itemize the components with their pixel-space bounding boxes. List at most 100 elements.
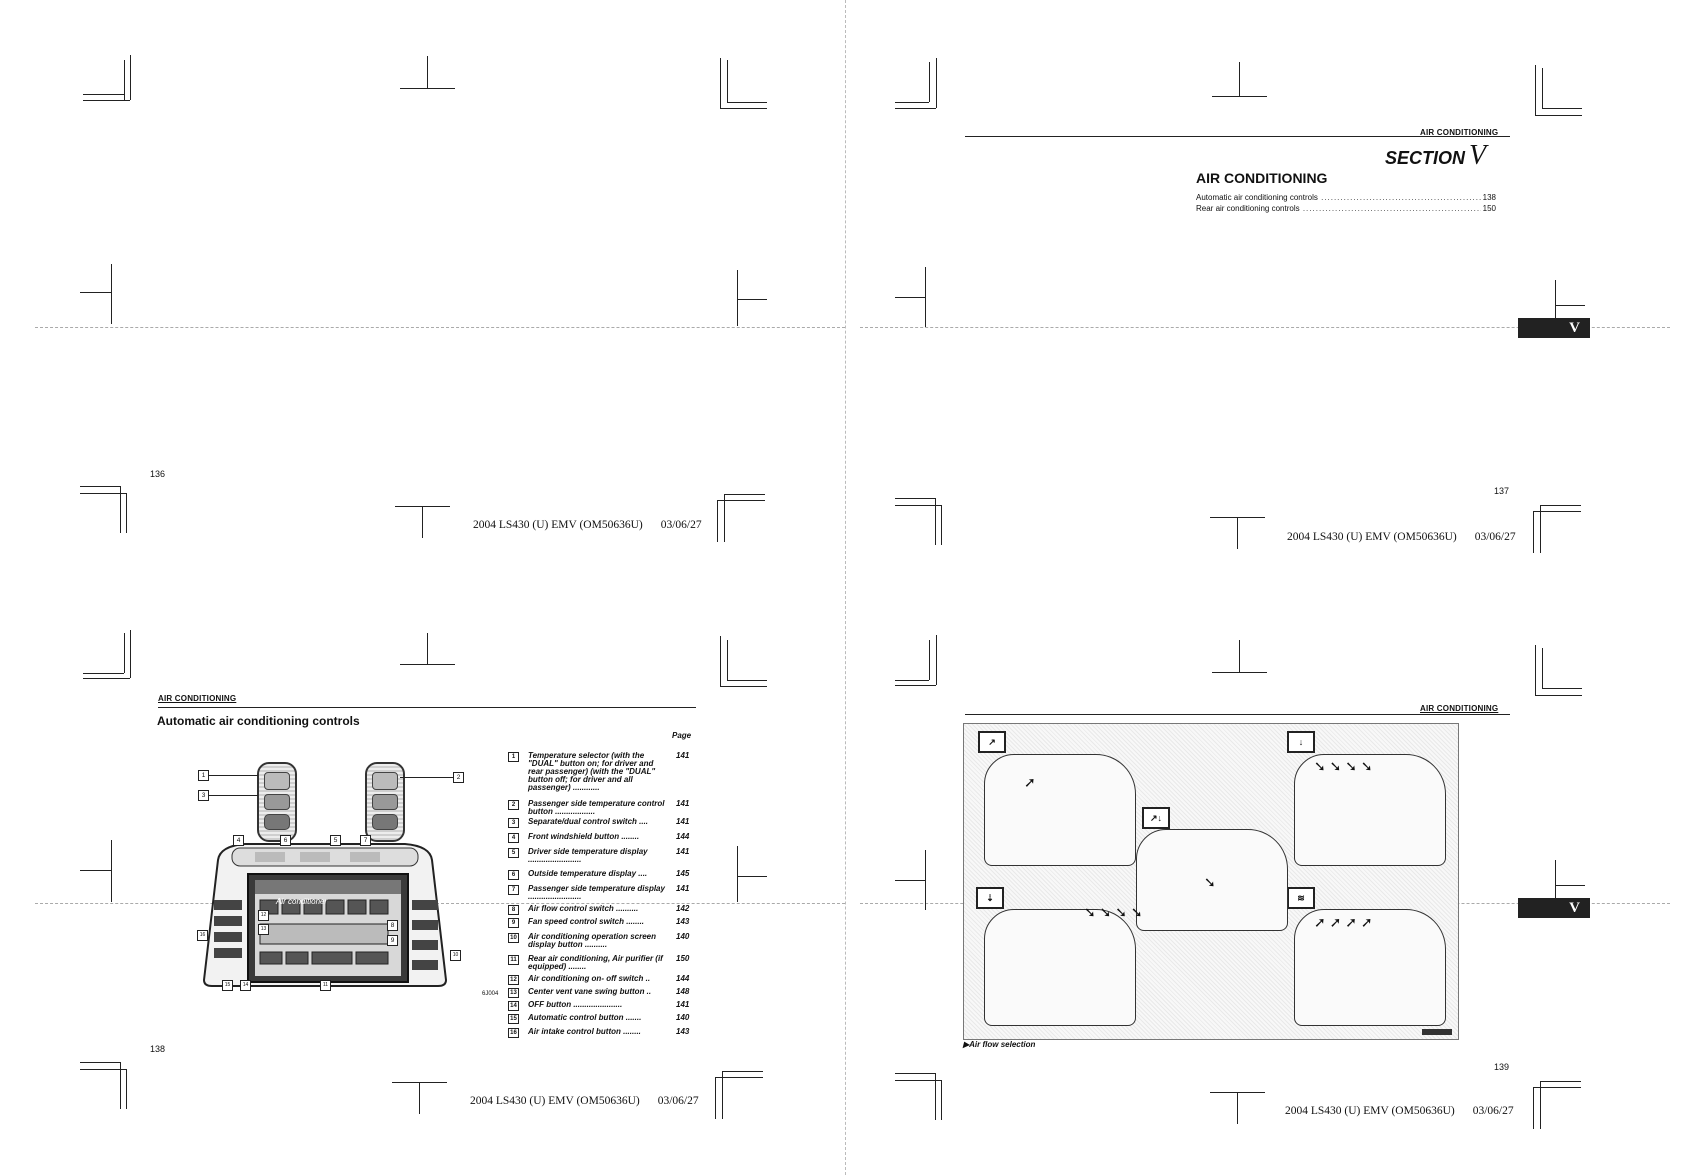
section-tab-139: V <box>1518 898 1590 918</box>
item-number: 6 <box>508 870 519 880</box>
cabin-view-defrost <box>1294 909 1446 1026</box>
footer-138: 2004 LS430 (U) EMV (OM50636U)03/06/27 <box>470 1095 699 1107</box>
item-label: Air intake control button ........ <box>528 1027 641 1036</box>
item-page: 141 <box>676 817 690 826</box>
item-label: Air flow control switch .......... <box>528 904 639 913</box>
cabin-view-foot-defrost <box>984 909 1136 1026</box>
item-number: 4 <box>508 833 519 843</box>
item-label: Driver side temperature display ........… <box>528 847 648 864</box>
section-tab-137: V <box>1518 318 1590 338</box>
item-page: 143 <box>676 917 690 926</box>
callout-10: 10 <box>450 950 461 961</box>
item-number: 1 <box>508 752 519 762</box>
callout-7: 7 <box>360 835 371 846</box>
callout-5: 5 <box>330 835 341 846</box>
item-page: 148 <box>676 987 690 996</box>
item-page: 143 <box>676 1027 690 1036</box>
toc-item-2[interactable]: Rear air conditioning controls .........… <box>1196 204 1496 213</box>
upper-fold-right <box>860 327 1670 328</box>
item-label: Separate/dual control switch .... <box>528 817 649 826</box>
item-page: 141 <box>676 799 690 808</box>
item-page: 142 <box>676 904 690 913</box>
item-label: Rear air conditioning, Air purifier (if … <box>528 954 663 971</box>
item-label: Air conditioning operation screen displa… <box>528 932 657 949</box>
running-header-138: AIR CONDITIONING <box>158 694 237 703</box>
footer-139: 2004 LS430 (U) EMV (OM50636U)03/06/27 <box>1285 1105 1514 1117</box>
foot-mode-icon: ↓ <box>1287 731 1315 753</box>
item-number: 3 <box>508 818 519 828</box>
upper-fold-left <box>35 327 845 328</box>
footer-137: 2004 LS430 (U) EMV (OM50636U)03/06/27 <box>1287 531 1516 543</box>
item-number: 16 <box>508 1028 519 1038</box>
center-fold <box>845 0 846 1175</box>
callout-12: 12 <box>258 910 269 921</box>
item-number: 15 <box>508 1014 519 1024</box>
airflow-arrow: ➘ <box>1204 874 1216 890</box>
item-label: Center vent vane swing button .. <box>528 987 652 996</box>
page-number-137: 137 <box>1494 486 1510 496</box>
item-label: Front windshield button ........ <box>528 832 640 841</box>
item-number: 7 <box>508 885 519 895</box>
item-label: Automatic control button ....... <box>528 1013 642 1022</box>
page-title-138: Automatic air conditioning controls <box>157 714 360 728</box>
running-header-139: AIR CONDITIONING <box>1420 704 1499 713</box>
airflow-arrow: ➘ ➘ ➘ ➘ <box>1084 904 1143 920</box>
item-page: 150 <box>676 954 690 963</box>
callout-8: 8 <box>387 920 398 931</box>
callout-4: 4 <box>233 835 244 846</box>
illustration-caption: ▶Air flow selection <box>963 1040 1036 1049</box>
page-number-139: 139 <box>1494 1062 1510 1072</box>
page-number-136: 136 <box>150 469 166 479</box>
page-number-138: 138 <box>150 1044 166 1054</box>
callout-3: 3 <box>198 790 209 801</box>
item-label: Outside temperature display .... <box>528 869 648 878</box>
callout-11: 11 <box>320 980 331 991</box>
airflow-arrow: ➚ ➚ ➚ ➚ <box>1314 914 1373 930</box>
item-number: 2 <box>508 800 519 810</box>
item-number: 8 <box>508 905 519 915</box>
item-label: Air conditioning on- off switch .. <box>528 974 651 983</box>
callout-9: 9 <box>387 935 398 946</box>
item-label: OFF button ...................... <box>528 1000 623 1009</box>
callout-1: 1 <box>198 770 209 781</box>
callout-15: 15 <box>222 980 233 991</box>
figure-stamp <box>1422 1029 1452 1035</box>
callout-14: 14 <box>240 980 251 991</box>
air-flow-illustration: ↗ ↗↓ ↓ ⇣ ≋ ➚ ➘ ➘ ➘ ➘ ➚ ➚ ➚ ➚ ➘ ➘ ➘ ➘ ➘ <box>963 723 1459 1040</box>
cabin-view-bi-level <box>1136 829 1288 931</box>
item-number: 12 <box>508 975 519 985</box>
item-page: 144 <box>676 832 690 841</box>
item-label: Passenger side temperature control butto… <box>528 799 665 816</box>
lower-fold-left <box>35 903 845 904</box>
screen-title: Air conditioner <box>276 897 328 906</box>
figure-code: 6J004 <box>482 991 499 997</box>
foot-defrost-mode-icon: ⇣ <box>976 887 1004 909</box>
cabin-view-face <box>984 754 1136 866</box>
item-page: 141 <box>676 751 690 760</box>
item-number: 9 <box>508 918 519 928</box>
callout-16: 16 <box>197 930 208 941</box>
bi-level-mode-icon: ↗↓ <box>1142 807 1170 829</box>
callout-6: 6 <box>280 835 291 846</box>
item-number: 10 <box>508 933 519 943</box>
item-number: 13 <box>508 988 519 998</box>
cabin-view-foot <box>1294 754 1446 866</box>
item-number: 5 <box>508 848 519 858</box>
item-number: 11 <box>508 955 519 965</box>
item-number: 14 <box>508 1001 519 1011</box>
item-page: 140 <box>676 1013 690 1022</box>
airflow-arrow: ➘ ➘ ➘ ➘ <box>1314 758 1373 774</box>
item-page: 141 <box>676 1000 690 1009</box>
item-page: 140 <box>676 932 690 941</box>
callout-2: 2 <box>453 772 464 783</box>
face-mode-icon: ↗ <box>978 731 1006 753</box>
toc-item-1[interactable]: Automatic air conditioning controls ....… <box>1196 193 1496 202</box>
item-page: 145 <box>676 869 690 878</box>
item-page: 141 <box>676 884 690 893</box>
callout-13: 13 <box>258 924 269 935</box>
left-temperature-knob <box>257 762 297 842</box>
item-label: Fan speed control switch ........ <box>528 917 645 926</box>
page-column-head: Page <box>672 731 692 740</box>
right-temperature-knob <box>365 762 405 842</box>
item-page: 144 <box>676 974 690 983</box>
